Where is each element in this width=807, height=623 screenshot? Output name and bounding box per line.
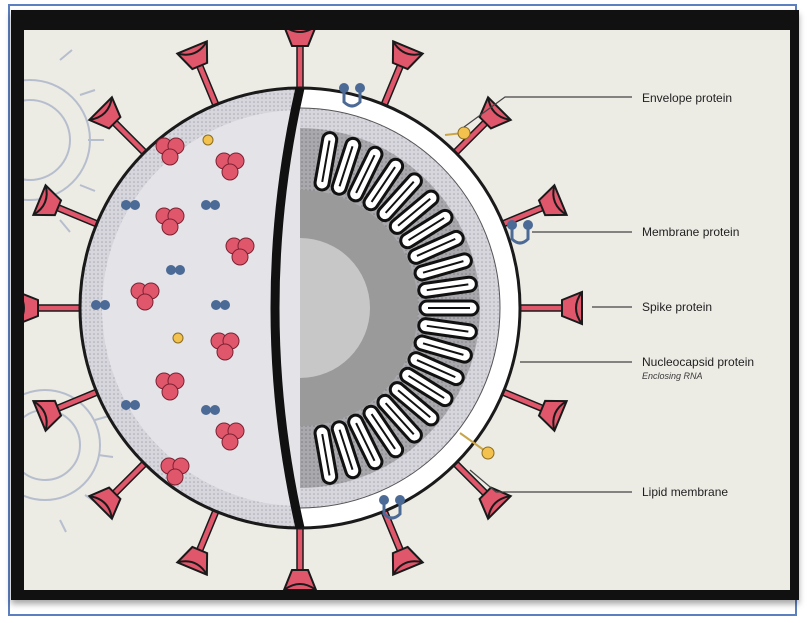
- label-spike-protein: Spike protein: [642, 300, 712, 314]
- label-nucleocapsid-protein: Nucleocapsid protein: [642, 355, 754, 369]
- label-membrane-protein: Membrane protein: [642, 225, 739, 239]
- envelope-protein-dot: [203, 135, 213, 145]
- nucleocapsid-coil: [420, 301, 478, 315]
- label-lipid-membrane: Lipid membrane: [642, 485, 728, 499]
- envelope-protein-dot: [173, 333, 183, 343]
- label-envelope-protein: Envelope protein: [642, 91, 732, 105]
- label-enclosing-rna: Enclosing RNA: [642, 371, 703, 381]
